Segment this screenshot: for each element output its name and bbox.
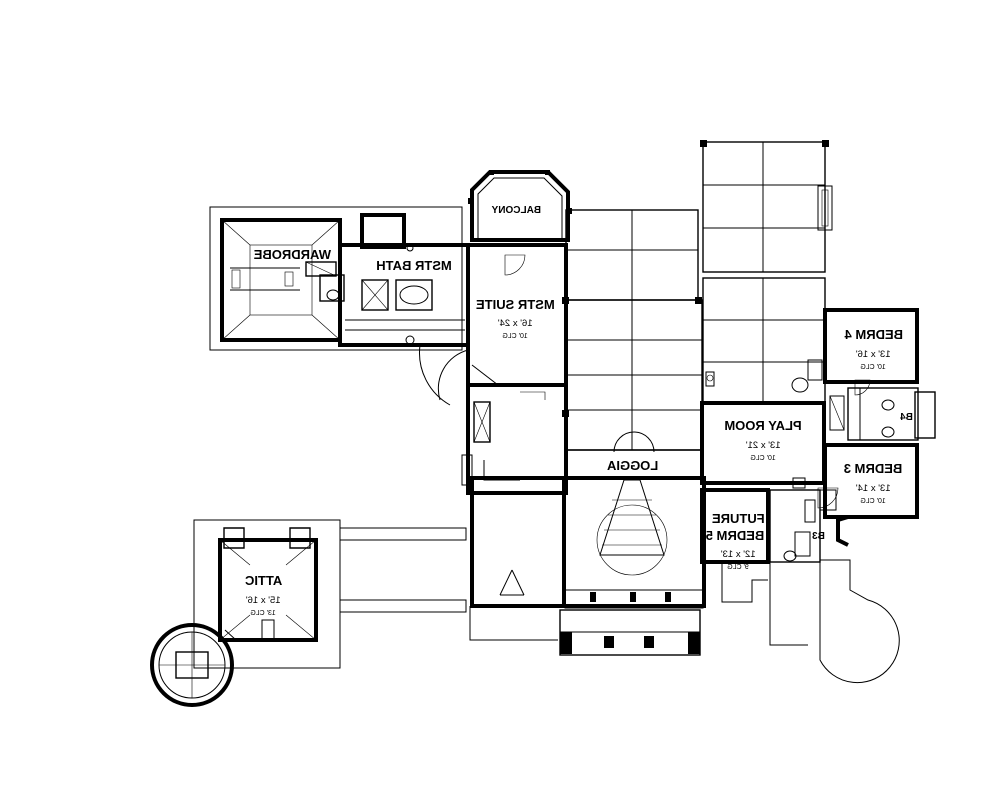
bedroom-4	[791, 308, 936, 441]
play-room-clg: 10' CLG	[750, 455, 775, 462]
b4-label: B4	[900, 412, 913, 423]
service-block	[461, 383, 568, 495]
master-bath	[319, 213, 470, 347]
balcony	[468, 170, 572, 242]
central-pergola	[562, 209, 703, 453]
bedrm4-label: BEDRM 4	[844, 327, 903, 342]
attic-clg: 13' CLG	[250, 610, 275, 617]
b3-label: B3	[812, 531, 825, 542]
attic-wing	[150, 519, 467, 707]
bedrm3-dims: 13' x 14'	[856, 483, 891, 494]
bedrm5-label: BEDRM 5	[706, 528, 765, 543]
mstr-bath-label: MSTR BATH	[376, 258, 452, 273]
bedrm5-clg: 9' CLG	[727, 564, 749, 571]
play-room-dims: 13' x 21'	[746, 440, 781, 451]
wardrobe-label: WARDROBE	[253, 247, 331, 262]
mstr-suite-clg: 10' CLG	[502, 333, 527, 340]
loggia	[469, 449, 706, 656]
future-label: FUTURE	[712, 511, 765, 526]
bedrm4-clg: 10' CLG	[860, 364, 885, 371]
future-bedroom-5	[700, 488, 900, 684]
bedroom-3	[792, 443, 919, 547]
play-room-label: PLAY ROOM	[724, 418, 801, 433]
mstr-suite-label: MSTR SUITE	[476, 297, 555, 312]
bedrm3-clg: 10' CLG	[860, 498, 885, 505]
attic-label: ATTIC	[244, 573, 282, 588]
top-pergola	[700, 140, 833, 404]
balcony-label: BALCONY	[491, 205, 541, 216]
bedrm4-dims: 13' x 16'	[856, 349, 891, 360]
mstr-suite-dims: 16' x 24'	[498, 318, 533, 329]
loggia-label: LOGGIA	[606, 458, 658, 473]
bedrm5-dims: 12' x 13'	[721, 549, 756, 560]
bedrm3-label: BEDRM 3	[844, 461, 903, 476]
wardrobe-wing	[209, 206, 463, 351]
attic-dims: 15' x 16'	[246, 595, 281, 606]
